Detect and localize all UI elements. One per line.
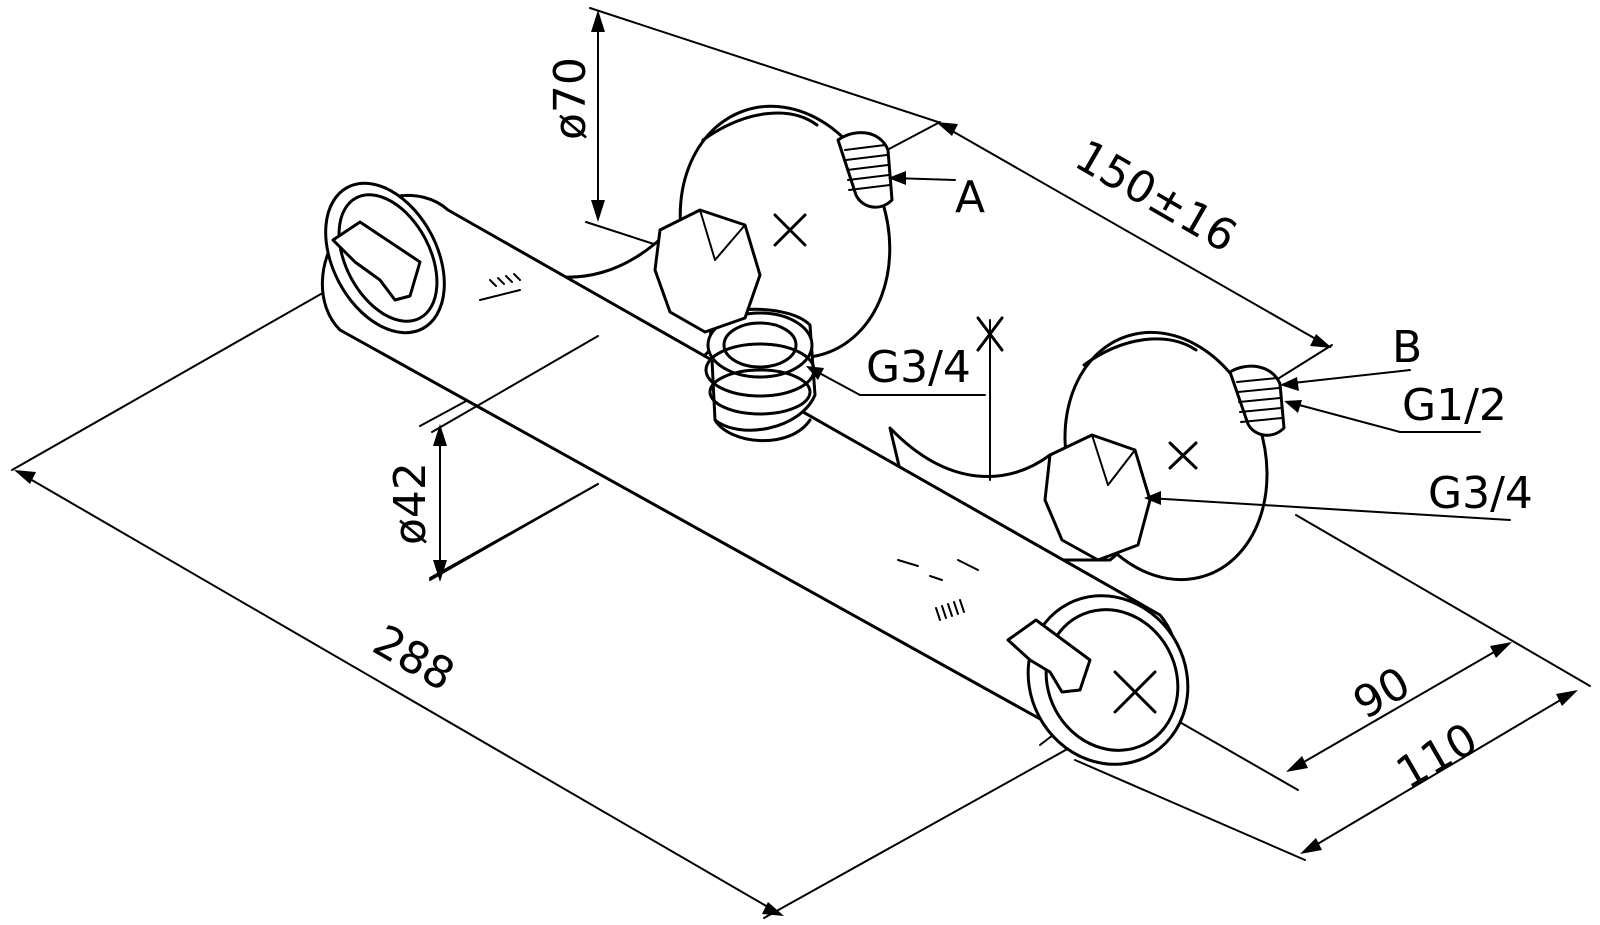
outlet-fitting xyxy=(704,307,817,443)
thread-half-label: G1/2 xyxy=(1402,380,1507,431)
depth-110-label: 110 xyxy=(1388,713,1486,799)
outlet-right-label: G3/4 xyxy=(1428,468,1533,519)
outlet-top-label: G3/4 xyxy=(866,342,971,393)
overall-length-label: 288 xyxy=(365,615,463,701)
dimension-lines xyxy=(14,10,1578,916)
leader-lines xyxy=(806,171,1511,521)
center-cross-mark xyxy=(976,316,1004,481)
plate-diameter-label: ø70 xyxy=(545,57,596,140)
hex-nuts xyxy=(653,208,1152,562)
inlet-b-label: B xyxy=(1392,322,1422,373)
body-diameter-label: ø42 xyxy=(385,462,436,545)
inlet-spacing-label: 150±16 xyxy=(1067,130,1246,263)
depth-90-label: 90 xyxy=(1345,657,1419,729)
mixer-body xyxy=(320,181,1190,766)
inlet-a-label: A xyxy=(955,172,985,223)
